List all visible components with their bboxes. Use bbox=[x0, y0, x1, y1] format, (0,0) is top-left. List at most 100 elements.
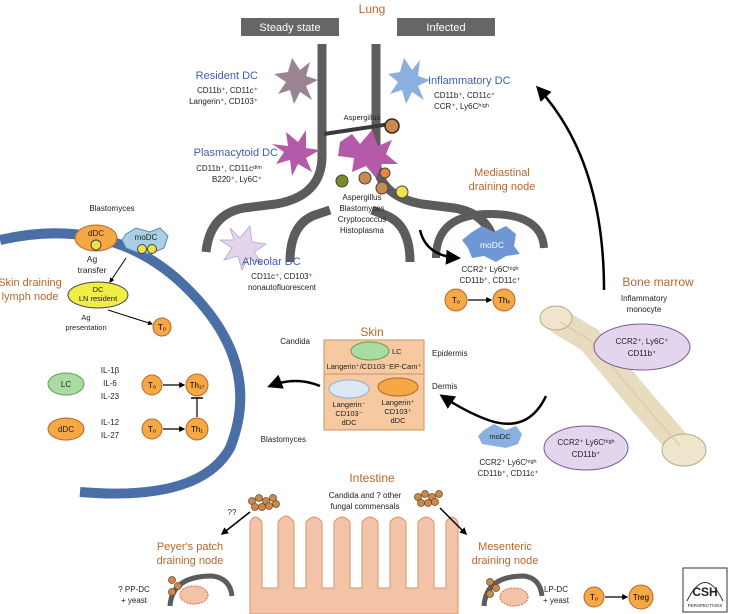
mediastinal-t0-label: T₀ bbox=[452, 296, 460, 305]
bone-marrow: Bone marrow Inflammatory monocyte CCR2⁺,… bbox=[539, 275, 707, 471]
mediastinal-node-outline bbox=[432, 209, 548, 259]
aspergillus-hypha bbox=[323, 122, 391, 136]
bone-marrow-subtitle-1: Inflammatory bbox=[621, 294, 667, 303]
ppdc-cell bbox=[179, 585, 209, 605]
node-t0-label: T₀ bbox=[158, 323, 166, 332]
intestine-t0-cell bbox=[583, 586, 605, 608]
monocyte-bottom-markers-1: CCR2⁺ Ly6Cʰⁱᵍʰ bbox=[557, 438, 614, 447]
arrow-to-mesenteric bbox=[439, 507, 468, 536]
intestinal-villi bbox=[249, 515, 459, 614]
lpdc-line-1: LP-DC bbox=[544, 585, 568, 594]
lung-title: Lung bbox=[359, 2, 386, 16]
node-modc-yeast-2 bbox=[147, 244, 157, 254]
alveolar-dc-name: Alveolar DC bbox=[242, 256, 301, 268]
epidermis-label: Epidermis bbox=[432, 349, 468, 358]
inflammatory-dc-markers-1: CD11b⁺, CD11c⁺ bbox=[434, 91, 495, 100]
resident-dc-markers-1: CD11b⁺, CD11c⁺ bbox=[197, 86, 258, 95]
pathogen-2: Blastomyces bbox=[339, 204, 384, 213]
skin-lc-label: LC bbox=[392, 347, 402, 356]
alveolar-dc-markers-1: CD11c⁺, CD103⁺ bbox=[251, 272, 313, 281]
ppdc-line-1: ? PP-DC bbox=[118, 585, 150, 594]
skin-blastomyces-label: Blastomyces bbox=[261, 435, 306, 444]
node-lc-cell bbox=[47, 372, 85, 396]
dc-ln-resident-1: DC bbox=[93, 285, 104, 294]
lc-t0-label: T₀ bbox=[148, 381, 156, 390]
resident-dc-cell bbox=[274, 58, 318, 104]
skin-node-title-2: lymph node bbox=[2, 291, 59, 303]
dermal-dc-negative-1: Langerin⁻ bbox=[332, 400, 365, 409]
alveolar-dc-cell bbox=[218, 225, 268, 272]
peyers-title-2: draining node bbox=[157, 555, 224, 567]
logo-text-1: CSH bbox=[692, 585, 717, 599]
mesenteric-title-1: Mesenteric bbox=[478, 541, 532, 553]
skin-modc-markers-2: CD11b⁺, CD11c⁺ bbox=[477, 469, 538, 478]
mediastinal-node: Mediastinal draining node moDC CCR2⁺ Ly6… bbox=[432, 167, 548, 312]
node-modc-label: moDC bbox=[135, 233, 158, 242]
commensals-line-2: fungal commensals bbox=[331, 502, 400, 511]
csh-logo: CSH PERSPECTIVES bbox=[682, 567, 728, 613]
resident-dc-markers-2: Langerin⁺, CD103⁺ bbox=[189, 97, 258, 106]
node-ddc-label: dDC bbox=[88, 229, 104, 238]
cytokine-il23: IL-23 bbox=[101, 392, 120, 401]
lung-section: Lung Steady state Infected Resident DC C… bbox=[189, 2, 511, 292]
bone-marrow-title: Bone marrow bbox=[622, 275, 694, 289]
skin-modc-markers-1: CCR2⁺ Ly6Cʰⁱᵍʰ bbox=[479, 458, 536, 467]
monocyte-bottom bbox=[543, 425, 629, 471]
ag-transfer-arrow bbox=[109, 257, 127, 283]
ddc-t0-cell bbox=[141, 418, 163, 440]
arrow-skin-to-node bbox=[267, 374, 321, 389]
mesenteric-title-2: draining node bbox=[472, 555, 539, 567]
arrow-marrow-to-skin bbox=[439, 394, 548, 425]
ag-transfer-2: transfer bbox=[78, 265, 107, 275]
alveolar-dc-markers-2: nonautofluorescent bbox=[248, 283, 317, 292]
skin-node-title-1: Skin draining bbox=[0, 277, 62, 289]
ag-presentation-1: Ag bbox=[81, 313, 90, 322]
mesenteric-fungi bbox=[486, 578, 500, 598]
skin-lc-markers: Langerin⁺/CD103⁻EP-Cam⁺ bbox=[327, 362, 422, 371]
mediastinal-markers-2: CD11b⁺, CD11c⁺ bbox=[459, 276, 520, 285]
pathogen-particles bbox=[335, 167, 409, 199]
fungal-cluster-left bbox=[248, 494, 280, 511]
node-ddc-yeast bbox=[90, 239, 102, 251]
plasmacytoid-dc-markers-1: CD11b⁺, CD11cᵈⁱᵐ bbox=[196, 164, 262, 173]
mediastinal-modc-cell bbox=[462, 226, 520, 262]
skin-modc-label: moDC bbox=[489, 432, 511, 441]
node-t0-cell bbox=[152, 317, 172, 337]
treg-label: Treg bbox=[633, 593, 649, 602]
th1-cell bbox=[185, 417, 209, 441]
dc-ln-resident-cell bbox=[67, 281, 129, 309]
logo-text-2: PERSPECTIVES bbox=[688, 603, 723, 608]
lymph-vessel bbox=[0, 228, 246, 499]
skin-draining-node: Skin draining lymph node Blastomyces dDC… bbox=[0, 204, 246, 499]
skin-candida-label: Candida bbox=[280, 337, 310, 346]
commensals-line-1: Candida and ? other bbox=[329, 491, 402, 500]
ag-presentation-arrow bbox=[107, 309, 153, 326]
dermal-dc-negative-2: CD103⁻ bbox=[335, 409, 362, 418]
mediastinal-t0-cell bbox=[444, 288, 468, 312]
infected-label: Infected bbox=[426, 22, 465, 34]
steady-state-header bbox=[241, 18, 339, 36]
plasmacytoid-dc-markers-2: B220⁺, Ly6C⁺ bbox=[212, 175, 262, 184]
th1-label: Th₁ bbox=[191, 425, 203, 434]
inflammatory-dc-markers-2: CCR⁺, Ly6Cʰⁱᵍʰ bbox=[434, 102, 489, 111]
inflammatory-dc-cell bbox=[388, 58, 430, 104]
dermis-label: Dermis bbox=[432, 382, 457, 391]
ag-presentation-2: presentation bbox=[65, 323, 106, 332]
skin-node-blastomyces: Blastomyces bbox=[89, 204, 134, 213]
ag-transfer-1: Ag bbox=[87, 254, 98, 264]
mediastinal-title-1: Mediastinal bbox=[474, 167, 530, 179]
node-ddc-cell bbox=[74, 224, 118, 252]
fungal-cluster-right bbox=[414, 490, 443, 507]
mediastinal-th-cell bbox=[492, 288, 516, 312]
dermal-dc-negative-3: dDC bbox=[341, 418, 357, 427]
intestine-title: Intestine bbox=[349, 471, 395, 485]
resident-dc-name: Resident DC bbox=[196, 70, 258, 82]
arrow-to-peyers bbox=[220, 511, 251, 535]
aspergillus-label: Aspergillus bbox=[344, 113, 381, 122]
intestine-section: Intestine Candida and ? other fungal com… bbox=[118, 471, 654, 614]
node-modc-yeast-1 bbox=[137, 244, 147, 254]
skin-modc-cell bbox=[478, 424, 522, 448]
plasmacytoid-dc-name: Plasmacytoid DC bbox=[194, 147, 278, 159]
intestine-question: ?? bbox=[228, 508, 237, 517]
